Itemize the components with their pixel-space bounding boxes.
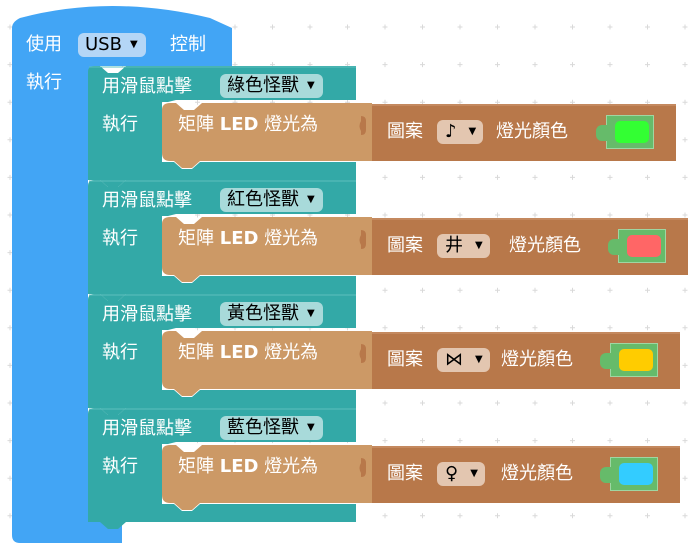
control-label: 控制 bbox=[170, 34, 206, 55]
pattern-dropdown[interactable]: 井 ▼ bbox=[437, 234, 490, 258]
event-do-label: 執行 bbox=[102, 228, 138, 249]
led-text: LED bbox=[219, 114, 259, 135]
event-do-label: 執行 bbox=[102, 342, 138, 363]
color-picker-block[interactable] bbox=[600, 457, 658, 491]
outer-do-label: 執行 bbox=[26, 72, 62, 93]
click-event-label: 用滑鼠點擊 bbox=[102, 418, 192, 439]
matrix-led-label: 矩陣 LED 燈光為 bbox=[178, 456, 318, 478]
light-color-label: 燈光顏色 bbox=[496, 121, 568, 142]
click-event-label: 用滑鼠點擊 bbox=[102, 190, 192, 211]
pattern-label: 圖案 bbox=[387, 349, 423, 370]
matrix-led-label: 矩陣 LED 燈光為 bbox=[178, 228, 318, 250]
led-text: LED bbox=[219, 456, 259, 477]
click-event-label: 用滑鼠點擊 bbox=[102, 76, 192, 97]
monster-value: 綠色怪獸 bbox=[227, 75, 299, 96]
light-color-label: 燈光顏色 bbox=[501, 463, 573, 484]
color-block-connector bbox=[608, 239, 620, 255]
color-swatch[interactable] bbox=[619, 463, 653, 485]
light-as-text: 燈光為 bbox=[264, 228, 319, 249]
light-as-text: 燈光為 bbox=[264, 114, 319, 135]
dropdown-arrow-icon: ▼ bbox=[307, 194, 315, 205]
monster-value: 黃色怪獸 bbox=[227, 303, 299, 324]
matrix-text: 矩陣 bbox=[178, 342, 214, 363]
color-block-connector bbox=[600, 467, 612, 483]
color-block-connector bbox=[600, 353, 612, 369]
matrix-text: 矩陣 bbox=[178, 228, 214, 249]
connection-dropdown[interactable]: USB ▼ bbox=[78, 33, 146, 57]
matrix-led-label: 矩陣 LED 燈光為 bbox=[178, 114, 318, 136]
monster-value: 紅色怪獸 bbox=[227, 189, 299, 210]
pattern-label: 圖案 bbox=[387, 463, 423, 484]
color-picker-block[interactable] bbox=[608, 229, 666, 263]
dropdown-arrow-icon: ▼ bbox=[468, 126, 477, 137]
monster-value: 藍色怪獸 bbox=[227, 417, 299, 438]
dropdown-arrow-icon: ▼ bbox=[475, 240, 483, 251]
color-block-connector bbox=[596, 125, 608, 141]
pattern-label: 圖案 bbox=[387, 235, 423, 256]
matrix-text: 矩陣 bbox=[178, 456, 214, 477]
dropdown-arrow-icon: ▼ bbox=[307, 422, 315, 433]
use-label: 使用 bbox=[26, 34, 62, 55]
pattern-dropdown[interactable]: ⋈ ▼ bbox=[437, 348, 490, 372]
monster-dropdown[interactable]: 黃色怪獸 ▼ bbox=[220, 302, 323, 326]
led-text: LED bbox=[219, 228, 259, 249]
color-swatch[interactable] bbox=[619, 349, 653, 371]
light-as-text: 燈光為 bbox=[264, 456, 319, 477]
music-note-icon: ♪ bbox=[445, 121, 457, 142]
light-color-label: 燈光顏色 bbox=[501, 349, 573, 370]
color-swatch[interactable] bbox=[615, 121, 649, 143]
color-picker-block[interactable] bbox=[596, 115, 654, 149]
dropdown-arrow-icon: ▼ bbox=[129, 39, 138, 50]
led-text: LED bbox=[219, 342, 259, 363]
bowtie-icon: ⋈ bbox=[445, 349, 463, 370]
female-sign-icon: ♀ bbox=[445, 463, 459, 484]
matrix-led-label: 矩陣 LED 燈光為 bbox=[178, 342, 318, 364]
connection-value: USB bbox=[85, 34, 122, 55]
dropdown-arrow-icon: ▼ bbox=[307, 80, 315, 91]
light-as-text: 燈光為 bbox=[264, 342, 319, 363]
matrix-text: 矩陣 bbox=[178, 114, 214, 135]
monster-dropdown[interactable]: 藍色怪獸 ▼ bbox=[220, 416, 323, 440]
click-event-label: 用滑鼠點擊 bbox=[102, 304, 192, 325]
monster-dropdown[interactable]: 綠色怪獸 ▼ bbox=[220, 74, 323, 98]
event-do-label: 執行 bbox=[102, 114, 138, 135]
hash-grid-icon: 井 bbox=[445, 235, 463, 256]
pattern-dropdown[interactable]: ♀ ▼ bbox=[437, 462, 485, 486]
color-swatch[interactable] bbox=[627, 235, 661, 257]
light-color-label: 燈光顏色 bbox=[509, 235, 581, 256]
event-do-label: 執行 bbox=[102, 456, 138, 477]
dropdown-arrow-icon: ▼ bbox=[470, 468, 478, 479]
color-picker-block[interactable] bbox=[600, 343, 658, 377]
dropdown-arrow-icon: ▼ bbox=[475, 354, 483, 365]
pattern-label: 圖案 bbox=[387, 121, 423, 142]
monster-dropdown[interactable]: 紅色怪獸 ▼ bbox=[220, 188, 323, 212]
dropdown-arrow-icon: ▼ bbox=[307, 308, 315, 319]
pattern-dropdown[interactable]: ♪ ▼ bbox=[437, 120, 484, 144]
